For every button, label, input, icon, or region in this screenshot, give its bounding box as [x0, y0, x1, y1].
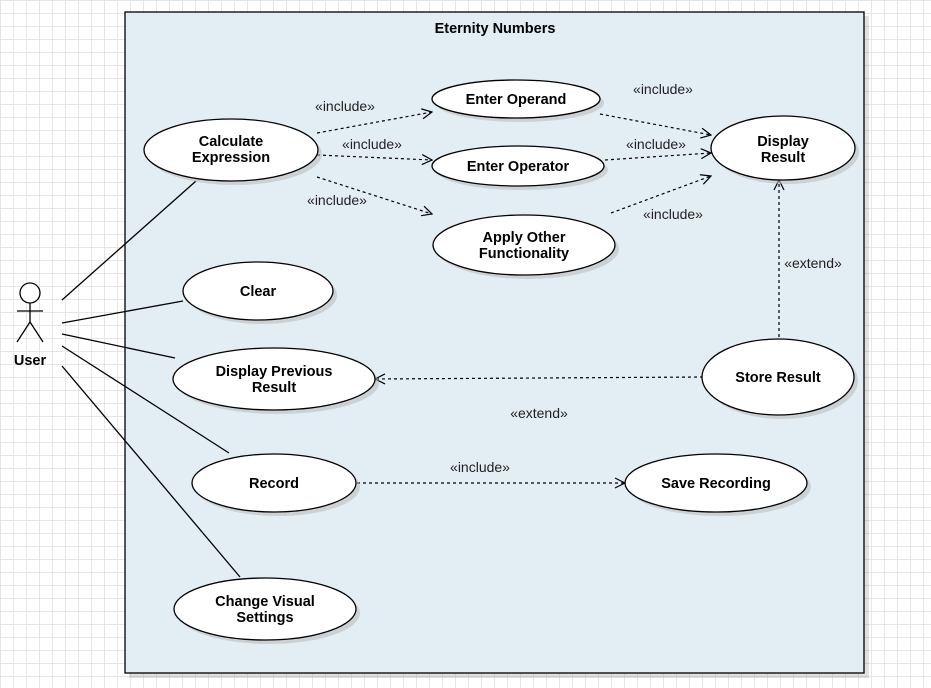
actor-head	[19, 282, 41, 304]
system-title: Eternity Numbers	[435, 21, 556, 37]
usecase-display-result[interactable]: Display Result	[710, 115, 859, 184]
usecase-enter-operand[interactable]: Enter Operand	[431, 79, 604, 122]
label-operator-display: «include»	[626, 136, 686, 152]
actor-label: User	[14, 353, 47, 369]
usecase-apply-other-functionality[interactable]: Apply Other Functionality	[432, 214, 619, 279]
usecase-enter-operator[interactable]: Enter Operator	[431, 145, 608, 190]
usecase-change-visual-settings[interactable]: Change Visual Settings	[173, 577, 360, 644]
actor-left-leg	[16, 321, 31, 343]
usecase-label: Result	[252, 380, 296, 396]
usecase-label: Result	[761, 150, 805, 166]
usecase-label: Record	[249, 476, 299, 492]
usecase-save-recording[interactable]: Save Recording	[624, 453, 811, 516]
label-calc-operator: «include»	[342, 136, 402, 152]
dep-store-previous	[375, 377, 704, 379]
dep-operand-display	[599, 113, 711, 135]
usecase-label: Save Recording	[661, 476, 771, 492]
usecase-display-previous-result[interactable]: Display Previous Result	[172, 347, 379, 414]
label-record-save: «include»	[450, 459, 510, 475]
usecase-calculate-expression[interactable]: Calculate Expression	[143, 118, 322, 185]
assoc-clear	[61, 300, 184, 324]
usecase-record[interactable]: Record	[191, 453, 360, 516]
label-calc-apply: «include»	[307, 192, 367, 208]
label-store-previous: «extend»	[510, 405, 568, 421]
usecase-label: Change Visual	[215, 594, 315, 610]
assoc-calculate-expression	[61, 180, 197, 301]
usecase-label: Display Previous	[216, 364, 333, 380]
actor-right-leg	[29, 321, 44, 343]
dep-calc-operator	[316, 155, 432, 160]
label-operand-display: «include»	[633, 81, 693, 97]
usecase-label: Enter Operator	[467, 159, 570, 175]
assoc-display-previous	[61, 333, 176, 359]
usecase-label: Functionality	[479, 246, 569, 262]
usecase-label: Expression	[192, 150, 270, 166]
usecase-label: Settings	[236, 610, 293, 626]
usecase-store-result[interactable]: Store Result	[701, 338, 858, 419]
user-actor[interactable]: User	[14, 282, 47, 369]
label-calc-operand: «include»	[315, 98, 375, 114]
label-apply-display: «include»	[643, 206, 703, 222]
usecase-label: Apply Other	[483, 230, 566, 246]
assoc-record	[61, 345, 230, 454]
usecase-label: Store Result	[735, 370, 821, 386]
assoc-change-visual	[61, 365, 241, 578]
dep-calc-apply	[316, 176, 432, 214]
usecase-label: Clear	[240, 284, 277, 300]
dep-calc-operand	[316, 112, 432, 134]
usecase-label: Enter Operand	[466, 92, 567, 108]
usecase-label: Display	[757, 134, 809, 150]
usecase-clear[interactable]: Clear	[182, 261, 337, 324]
usecase-label: Calculate	[199, 134, 263, 150]
label-store-display: «extend»	[784, 255, 842, 271]
